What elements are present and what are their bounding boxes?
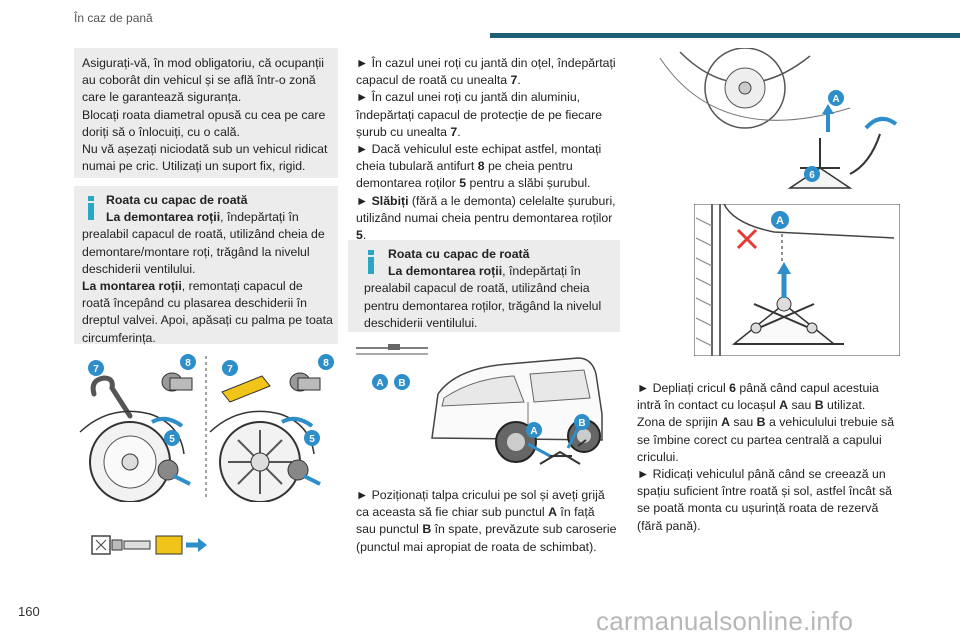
- instructions-col2-bottom: ► Poziționați talpa cricului pe sol și a…: [356, 487, 620, 556]
- info-line: prealabil capacul de roată, utilizând ch…: [82, 227, 325, 242]
- warning-line: Nu vă așezați niciodată sub un vehicul r…: [82, 142, 328, 157]
- jack-point-a-label: A: [828, 90, 844, 106]
- info-title: Roata cu capac de roată: [106, 193, 248, 207]
- warning-line: au coborât din vehicul și se află într-o…: [82, 73, 316, 88]
- step-line: ► Slăbiți (fără a le demonta) celelalte …: [356, 193, 616, 208]
- info-line: La demontarea roții, îndepărtați în: [82, 209, 337, 226]
- jack-detail-illustration: A: [694, 204, 900, 356]
- warning-line: Blocați roata diametral opusă cu cea pe …: [82, 107, 326, 122]
- jack-point-a-label: A: [771, 211, 789, 229]
- tool-label-7: 7: [222, 360, 238, 376]
- info-box-2: [348, 240, 620, 332]
- step-line: se îmbine corect cu partea centrală a ca…: [637, 432, 882, 447]
- step-line: 5.: [356, 228, 367, 243]
- info-icon: [368, 250, 374, 274]
- svg-text:A: A: [530, 426, 537, 437]
- info-box: [74, 186, 338, 344]
- jacking-point-b-label: B: [574, 414, 590, 430]
- jack-positioning-illustration: A 6: [659, 48, 898, 189]
- warning-box: [74, 48, 338, 178]
- info-line: demontare/montare roți, trăgând la nivel…: [82, 244, 310, 259]
- info-bold: La demontarea roții: [106, 210, 221, 225]
- info-line: pentru demontarea roților, trăgând la ni…: [364, 298, 602, 313]
- step-line: ca aceasta să fie chiar sub punctul A în…: [356, 505, 595, 520]
- warning-line: care le garantează siguranța.: [82, 90, 242, 105]
- svg-text:A: A: [832, 94, 839, 105]
- info-rest: , îndepărtați în: [220, 210, 299, 225]
- info-line: La montarea roții, remontați capacul de: [82, 278, 337, 295]
- tool-label-5: 5: [164, 430, 180, 446]
- step-line: ► În cazul unei roți cu jantă din oțel, …: [356, 56, 616, 70]
- wheel-cap-tool-illustration: [91, 535, 207, 555]
- page-number: 160: [18, 604, 40, 619]
- jacking-point-a-label: A: [372, 374, 388, 390]
- warning-line: doriți să o înlocuiți, cu o cală.: [82, 124, 240, 139]
- jacking-point-a-label: A: [526, 422, 542, 438]
- svg-text:B: B: [578, 418, 585, 429]
- header-accent-bar: [490, 33, 960, 38]
- svg-text:8: 8: [323, 358, 329, 369]
- step-line: (fără pană).: [637, 518, 701, 533]
- step-line: spațiu suficient între roată și sol, ast…: [637, 484, 892, 499]
- tool-label-7: 7: [88, 360, 104, 376]
- tool-label-8: 8: [180, 354, 196, 370]
- info-title: Roata cu capac de roată: [388, 247, 530, 261]
- info-line: La demontarea roții, îndepărtați în: [388, 264, 581, 279]
- svg-text:5: 5: [309, 434, 315, 445]
- info-line: roată începând cu plasarea deschiderii î…: [82, 296, 307, 311]
- instructions-col2: ► În cazul unei roți cu jantă din oțel, …: [356, 55, 620, 244]
- svg-text:7: 7: [227, 364, 233, 375]
- step-line: sau punctul B în spate, prevăzute sub ca…: [356, 522, 617, 537]
- warning-text: Asigurați-vă, în mod obligatoriu, că ocu…: [82, 55, 337, 175]
- step-line: ► Depliați cricul 6 până când capul aces…: [637, 381, 879, 395]
- jacking-points-illustration: A B A B: [356, 344, 603, 465]
- warning-line: Asigurați-vă, în mod obligatoriu, că ocu…: [82, 56, 324, 70]
- info-bold: La montarea roții: [82, 279, 182, 294]
- info-rest: , remontați capacul de: [181, 279, 303, 294]
- wheel-tools-illustration: 7 8 7 8 5 5: [79, 354, 334, 502]
- step-line: intră în contact cu locașul A sau B util…: [637, 398, 866, 413]
- info-line: deschiderii ventilului.: [364, 315, 478, 330]
- step-line: ► Ridicați vehiculul până când se creeaz…: [637, 467, 886, 482]
- step-line: (punctul mai apropiat de roata de schimb…: [356, 539, 597, 554]
- step-line: ► În cazul unei roți cu jantă din alumin…: [356, 90, 581, 105]
- info-line: circumferința.: [82, 330, 156, 345]
- svg-text:A: A: [776, 215, 784, 227]
- step-line: utilizând numai cheia pentru demontarea …: [356, 210, 613, 225]
- step-line: cricului.: [637, 449, 679, 464]
- info-text-2: Roata cu capac de roată La demontarea ro…: [364, 246, 616, 332]
- svg-text:A: A: [376, 378, 383, 389]
- info-icon: [88, 196, 94, 220]
- info-line: dreptul valvei. Apoi, apăsați cu palma p…: [82, 313, 333, 328]
- svg-text:8: 8: [185, 358, 191, 369]
- step-line: capacul de roată cu unealta 7.: [356, 73, 521, 88]
- info-line: prealabil capacul de roată, utilizând ch…: [364, 281, 590, 296]
- svg-text:5: 5: [169, 434, 175, 445]
- watermark: carmanualsonline.info: [596, 606, 854, 636]
- step-line: ► Dacă vehiculul este echipat astfel, mo…: [356, 142, 602, 157]
- step-line: se poată monta cu ușurință roata de reze…: [637, 501, 879, 516]
- section-header: În caz de pană: [74, 11, 153, 25]
- step-line: îndepărtați capacul de protecție de pe f…: [356, 107, 603, 122]
- jacking-point-b-label: B: [394, 374, 410, 390]
- warning-line: numai pe cric. Utilizați un suport fix, …: [82, 159, 306, 174]
- step-line: ► Poziționați talpa cricului pe sol și a…: [356, 488, 605, 502]
- step-line: șurub cu unealta 7.: [356, 124, 461, 139]
- info-text: Roata cu capac de roată La demontarea ro…: [82, 192, 337, 347]
- step-line: Zona de sprijin A sau B a vehiculului tr…: [637, 415, 895, 430]
- step-line: demontarea roților 5 pentru a slăbi șuru…: [356, 176, 591, 191]
- svg-text:6: 6: [809, 170, 815, 181]
- svg-text:7: 7: [93, 364, 99, 375]
- svg-text:B: B: [398, 378, 405, 389]
- tool-label-8: 8: [318, 354, 334, 370]
- info-line: deschiderii ventilului.: [82, 261, 196, 276]
- step-line: cheia tubulară antifurt 8 pe cheia pentr…: [356, 159, 573, 174]
- jack-label-6: 6: [804, 166, 820, 182]
- tool-label-5: 5: [304, 430, 320, 446]
- instructions-col3: ► Depliați cricul 6 până când capul aces…: [637, 380, 899, 535]
